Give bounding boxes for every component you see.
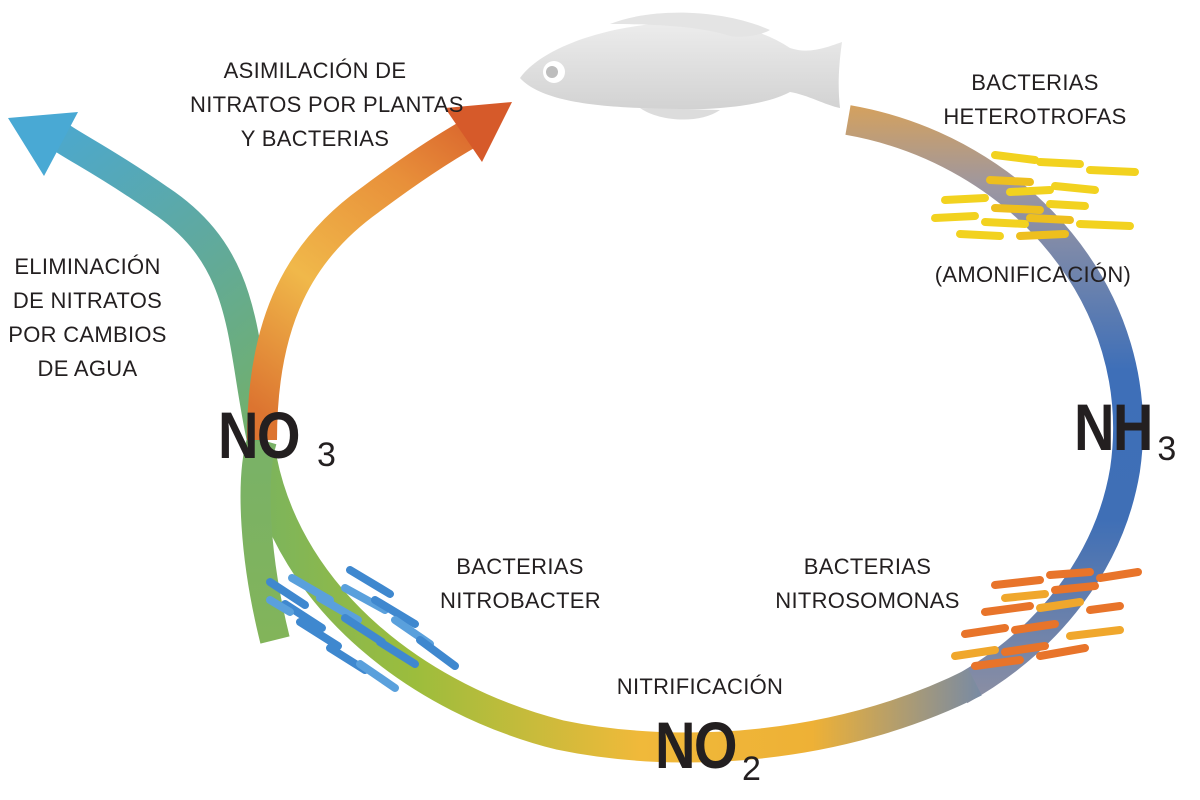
ammonification-text: (AMONIFICACIÓN)	[934, 262, 1132, 287]
heterotrophic-label-line: BACTERIAS	[971, 70, 1099, 95]
nitrite-subscript: 2	[742, 750, 761, 788]
bacteria-cluster-nitrobacter	[266, 566, 459, 692]
ammonia-subscript: 3	[1157, 430, 1177, 468]
nitrobacter-label-line: BACTERIAS	[456, 554, 584, 579]
ammonia-symbol: NH	[1074, 390, 1153, 464]
cycle-band-nitrite	[247, 456, 982, 763]
assimilation-arrowhead	[445, 102, 512, 162]
fish-icon	[520, 12, 842, 120]
ammonification-label: (AMONIFICACIÓN)	[928, 258, 1138, 292]
elimination-arrow-band	[53, 125, 277, 444]
nitrate-subscript: 3	[317, 436, 336, 474]
nitrosomonas-label-line: NITROSOMONAS	[775, 588, 960, 613]
assimilation-label-line: NITRATOS POR PLANTAS	[190, 92, 464, 117]
assimilation-arrow-band	[247, 118, 480, 441]
heterotrophic-bacteria-label: BACTERIAS HETEROTROFAS	[935, 66, 1135, 134]
elimination-label-line: DE NITRATOS	[12, 288, 163, 313]
bacteria-cluster-nitrosomonas	[951, 568, 1142, 670]
nitrite-symbol: NO	[655, 708, 737, 782]
assimilation-label-line: ASIMILACIÓN DE	[223, 58, 407, 83]
assimilation-label: ASIMILACIÓN DE NITRATOS POR PLANTAS Y BA…	[190, 54, 464, 156]
nitrification-label: NITRIFICACIÓN	[615, 670, 785, 704]
nitrate-symbol: NO	[218, 398, 300, 472]
elimination-label-line: POR CAMBIOS	[8, 322, 167, 347]
bacteria-cluster-heterotrophic	[931, 151, 1139, 240]
elimination-label-line: ELIMINACIÓN	[14, 254, 161, 279]
heterotrophic-label-line: HETEROTROFAS	[943, 104, 1127, 129]
nitrification-text: NITRIFICACIÓN	[616, 674, 784, 699]
nitrobacter-label-line: NITROBACTER	[440, 588, 601, 613]
nitrosomonas-label: BACTERIAS NITROSOMONAS	[775, 550, 960, 618]
elimination-label-line: DE AGUA	[37, 356, 138, 381]
nitrosomonas-label-line: BACTERIAS	[803, 554, 932, 579]
elimination-arrowhead	[8, 112, 78, 176]
assimilation-label-line: Y BACTERIAS	[240, 126, 390, 151]
nitrate-formula: NO 3	[218, 398, 336, 472]
nitrobacter-label: BACTERIAS NITROBACTER	[440, 550, 601, 618]
elimination-label: ELIMINACIÓN DE NITRATOS POR CAMBIOS DE A…	[0, 250, 175, 386]
cycle-band-nitrate	[240, 435, 290, 644]
